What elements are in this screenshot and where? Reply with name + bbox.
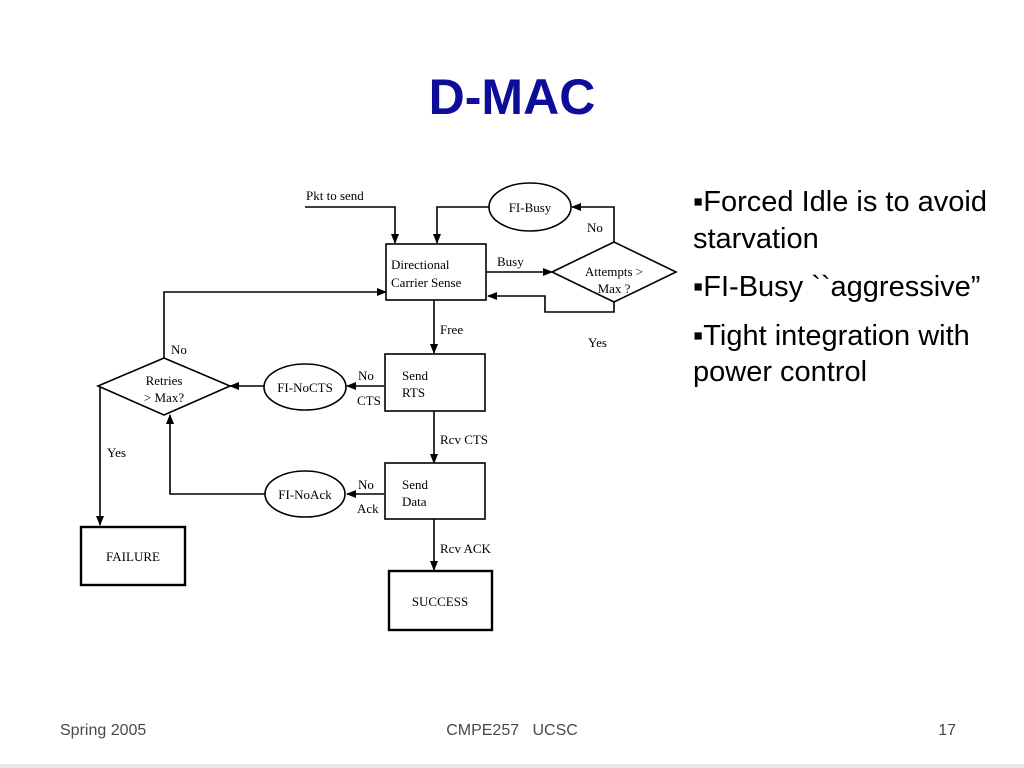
send-rts-label-1: Send (402, 368, 429, 383)
fi-nocts-node (263, 363, 347, 411)
fi-busy-node (488, 182, 572, 232)
fi-noack-node (264, 470, 346, 518)
edge-label-attempts-yes: Yes (588, 335, 607, 350)
edge-label-attempts-no: No (587, 220, 603, 235)
send-data-label-1: Send (402, 477, 429, 492)
edge-label-free: Free (440, 322, 463, 337)
bullet-list: ▪Forced Idle is to avoid starvation ▪FI-… (693, 184, 993, 403)
attempts-decision (550, 241, 678, 303)
edge-label-rcv-ack: Rcv ACK (440, 541, 492, 556)
carrier-sense-label-1: Directional (391, 257, 450, 272)
bullet-fi-busy: ▪FI-Busy ``aggressive” (693, 271, 981, 304)
fi-noack-label: FI-NoAck (278, 487, 332, 502)
edge-label-no-cts-2: CTS (357, 393, 381, 408)
failure-label: FAILURE (106, 549, 160, 564)
bullet-forced-idle: ▪Forced Idle is to avoid starvation (693, 186, 987, 255)
edge-pkt-to-carrier-sense (305, 206, 399, 244)
edge-attempts-no (571, 203, 615, 242)
edge-label-no-ack-1: No (358, 477, 374, 492)
edge-label-rcv-cts: Rcv CTS (440, 432, 488, 447)
attempts-label-2: Max ? (598, 281, 631, 296)
success-box (387, 569, 494, 632)
slide-bottom-border (0, 764, 1024, 768)
footer-page-number: 17 (938, 722, 956, 739)
send-rts-box (384, 353, 486, 412)
carrier-sense-label-2: Carrier Sense (391, 275, 462, 290)
edge-label-retries-no: No (171, 342, 187, 357)
send-data-box (384, 462, 486, 520)
failure-box (79, 525, 187, 587)
edge-retries-no (163, 288, 387, 358)
retries-label-1: Retries (146, 373, 183, 388)
send-rts-label-2: RTS (402, 385, 425, 400)
edge-label-no-ack-2: Ack (357, 501, 379, 516)
attempts-label-1: Attempts > (585, 264, 643, 279)
edge-label-no-cts-1: No (358, 368, 374, 383)
pkt-to-send-label: Pkt to send (306, 188, 364, 203)
send-data-label-2: Data (402, 494, 427, 509)
edge-label-busy: Busy (497, 254, 524, 269)
fi-busy-label: FI-Busy (509, 200, 552, 215)
retries-label-2: > Max? (144, 390, 184, 405)
footer-date: Spring 2005 (60, 722, 147, 739)
carrier-sense-box (385, 243, 487, 301)
edge-finoack-to-retries (166, 414, 265, 495)
bullet-tight-integration: ▪Tight integration with power control (693, 319, 970, 389)
retries-decision (95, 357, 233, 416)
edge-fibusy-to-carrier-sense (433, 206, 489, 244)
flow-edges (96, 203, 615, 571)
footer-course: CMPE257 UCSC (446, 722, 578, 739)
slide-title: D-MAC (428, 69, 596, 125)
edge-label-retries-yes: Yes (107, 445, 126, 460)
edge-attempts-yes (487, 292, 615, 313)
success-label: SUCCESS (412, 594, 468, 609)
fi-nocts-label: FI-NoCTS (277, 380, 333, 395)
